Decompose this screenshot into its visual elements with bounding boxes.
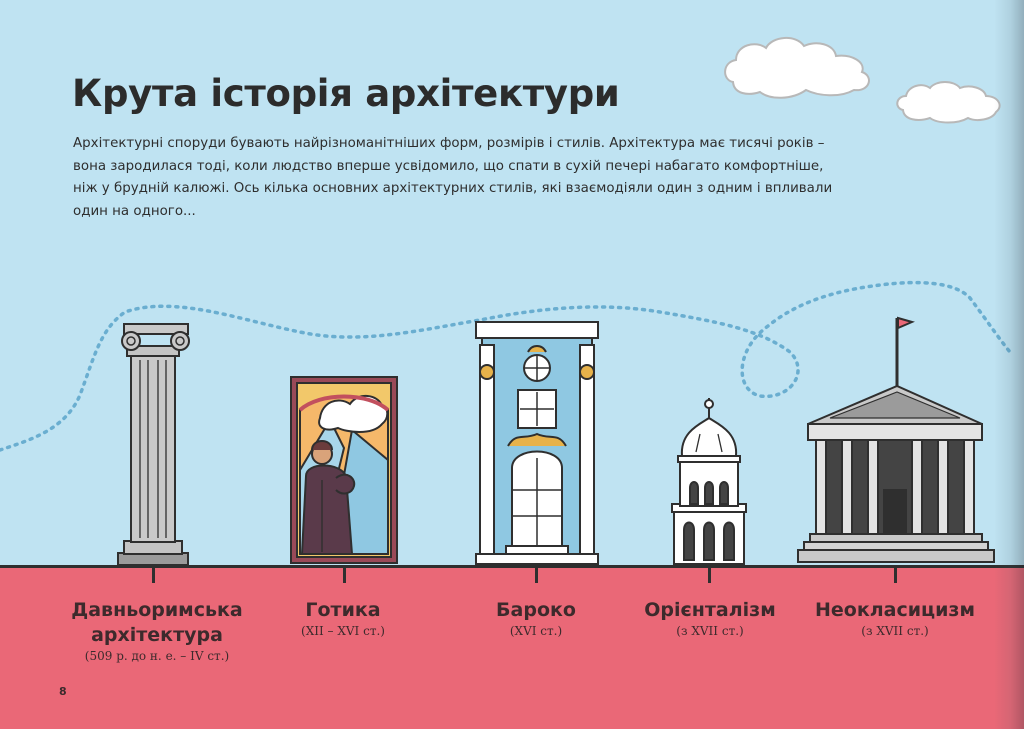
timeline-label-orientalism: Орієнталізм (з XVII ст.) [580, 598, 840, 640]
timeline-label-gothic: Готика (XII – XVI ст.) [213, 598, 473, 640]
timeline-tick [152, 567, 155, 583]
style-name: Неокласицизм [814, 599, 975, 621]
timeline-tick [708, 567, 711, 583]
style-date: (509 р. до н. е. – IV ст.) [84, 649, 230, 663]
ionic-column-illustration [117, 323, 190, 566]
cloud-large-icon [724, 37, 870, 99]
timeline-tick [343, 567, 346, 583]
style-date: (XII – XVI ст.) [301, 624, 385, 638]
page-title: Крута історія архітектури [72, 72, 620, 115]
style-name: Давньоримська [71, 599, 243, 621]
timeline-label-roman: Давньоримська архітектура (509 р. до н. … [27, 598, 287, 665]
domed-tower-illustration [671, 398, 747, 565]
neoclassical-temple-illustration [797, 316, 995, 563]
style-date: (XVI ст.) [509, 624, 563, 638]
style-name: Орієнталізм [644, 599, 776, 621]
dotted-path-line [0, 280, 1012, 452]
timeline-label-baroque: Бароко (XVI ст.) [406, 598, 666, 640]
timeline-tick [535, 567, 538, 583]
timeline-label-neoclassicism: Неокласицизм (з XVII ст.) [765, 598, 1024, 640]
intro-paragraph: Архітектурні споруди бувають найрізноман… [73, 136, 833, 219]
timeline-ground [0, 565, 1024, 729]
timeline-tick [894, 567, 897, 583]
book-gutter-shadow [994, 0, 1024, 729]
style-date: (з XVII ст.) [861, 624, 929, 638]
page-number: 8 [59, 685, 67, 698]
cloud-small-icon [896, 81, 1001, 124]
stained-glass-monk-illustration [290, 376, 398, 564]
style-name: Готика [305, 599, 381, 621]
baroque-facade-illustration [475, 321, 599, 565]
style-date: (з XVII ст.) [676, 624, 744, 638]
style-name-line2: архітектура [91, 624, 223, 646]
style-name: Бароко [496, 599, 576, 621]
